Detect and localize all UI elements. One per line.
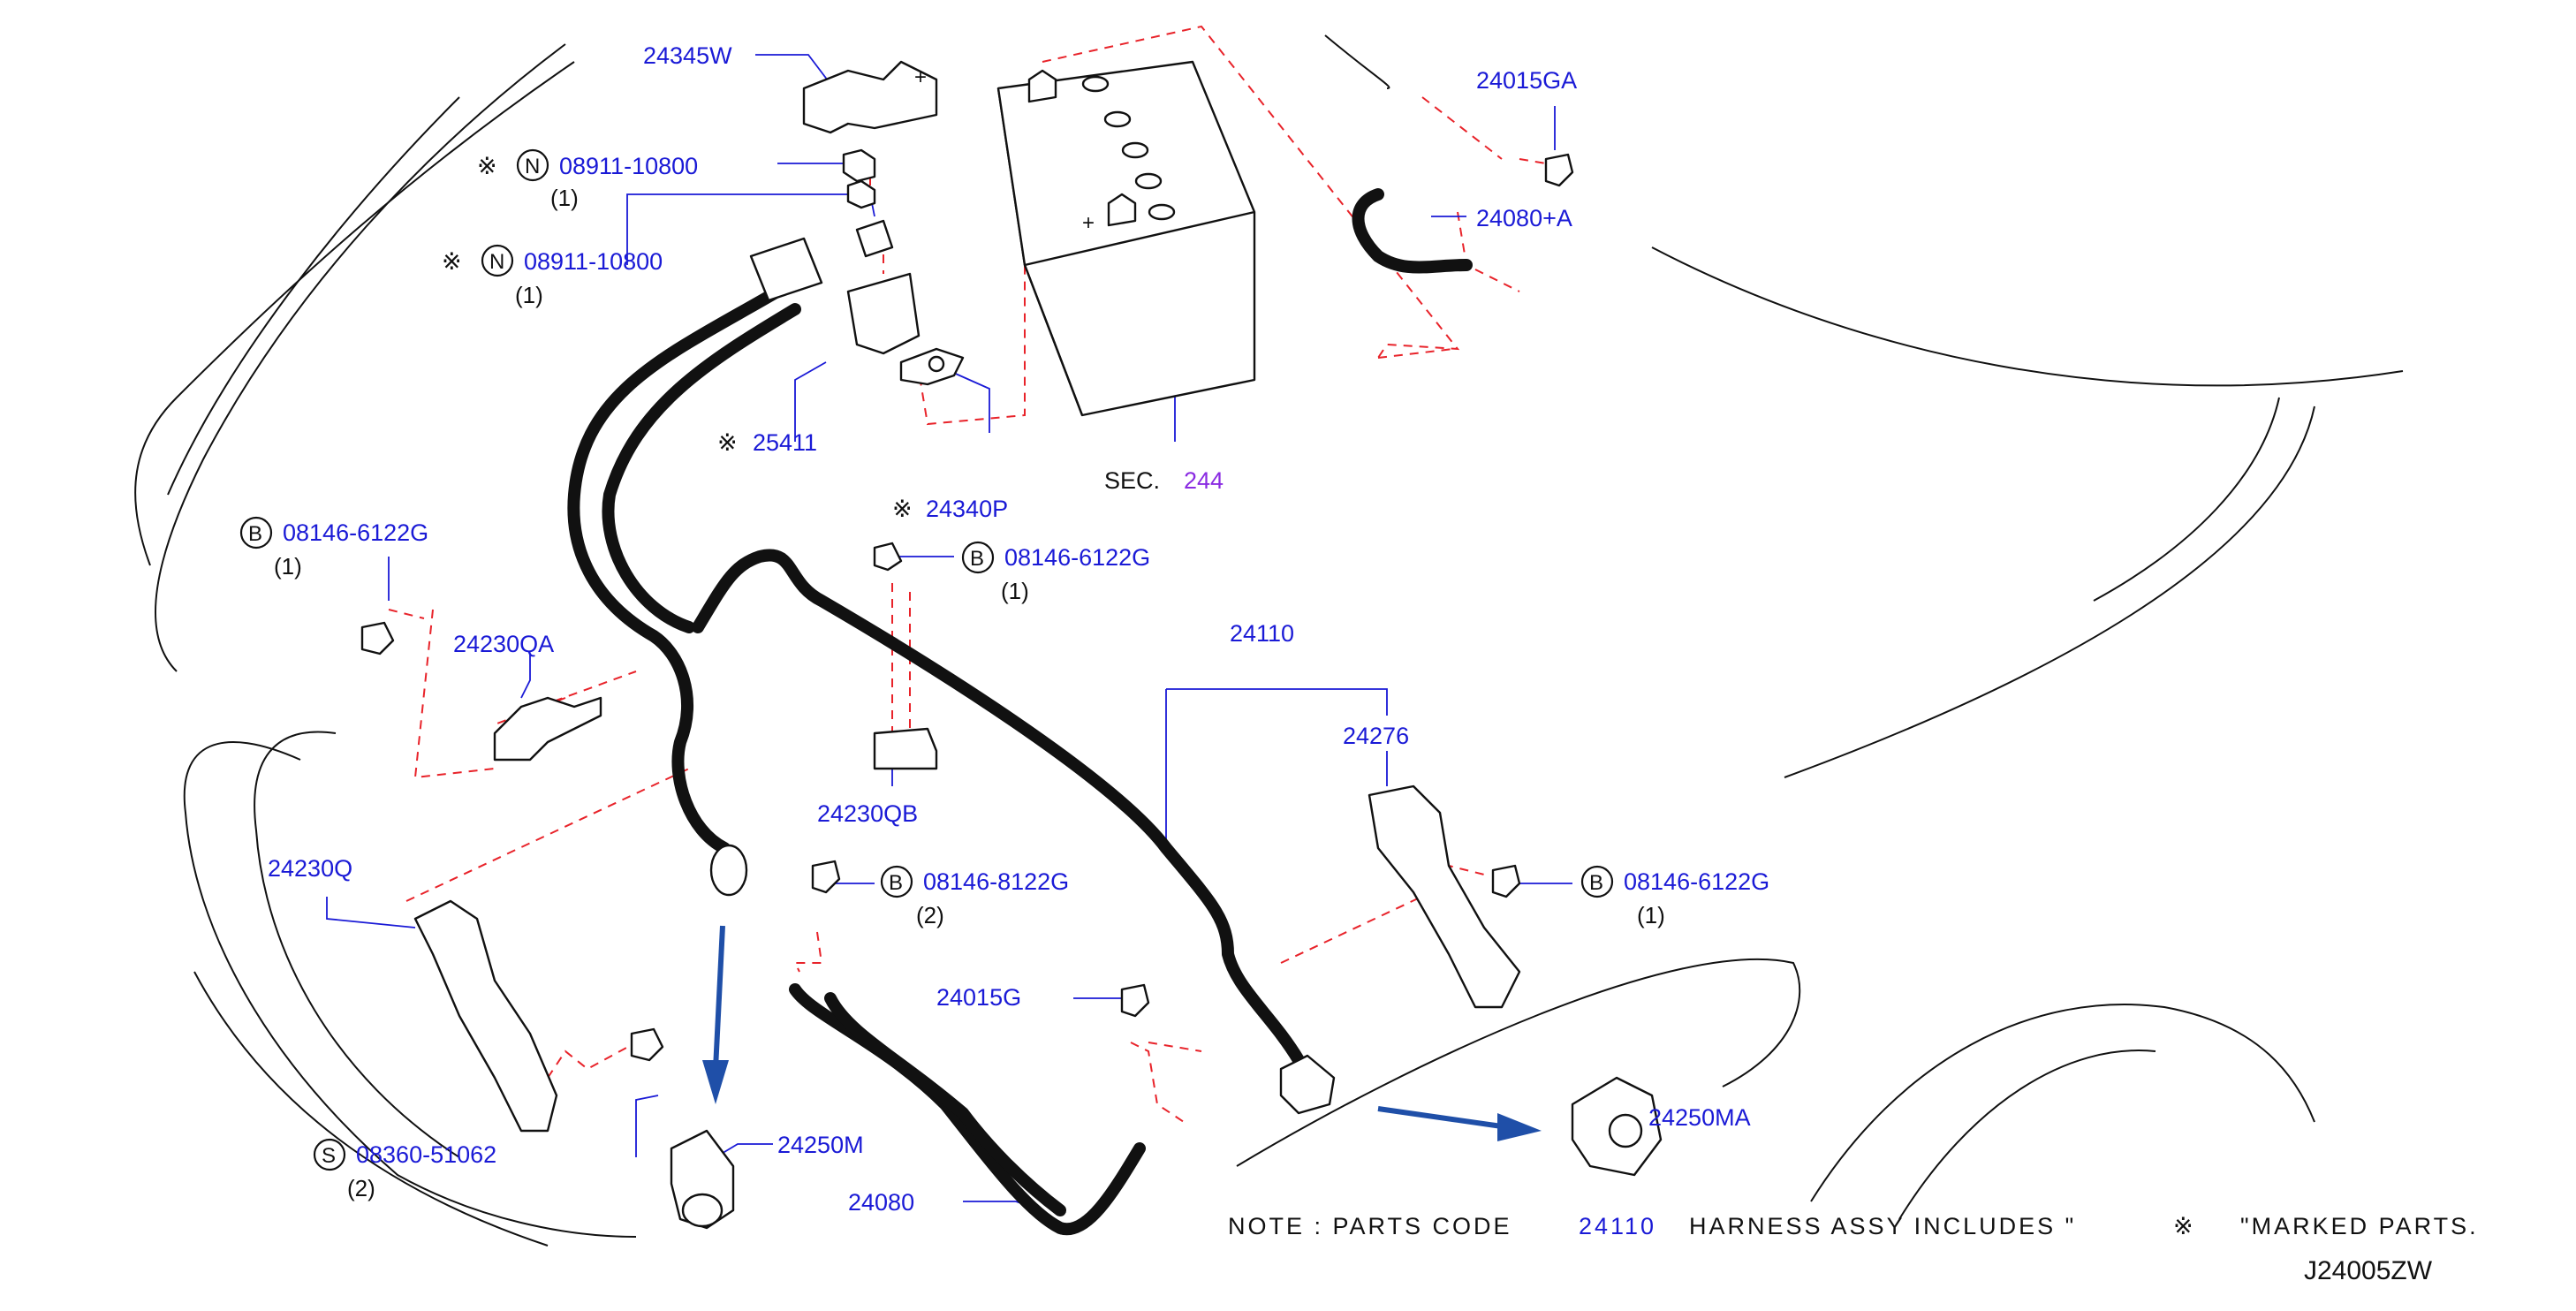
harness-cables bbox=[567, 188, 1473, 1236]
nut-08911-10800 bbox=[842, 148, 876, 209]
terminal-cap-24250MA bbox=[1571, 1076, 1663, 1177]
svg-text:S: S bbox=[322, 1144, 336, 1168]
label-24015G: 24015G bbox=[936, 984, 1021, 1011]
battery-terminal-24340P bbox=[899, 347, 965, 386]
label-08146-6122G-b: 08146-6122G bbox=[1004, 544, 1150, 571]
label-08146-8122G: 08146-8122G bbox=[923, 868, 1069, 895]
label-24230QA: 24230QA bbox=[453, 631, 554, 657]
label-24230Q: 24230Q bbox=[268, 855, 352, 882]
ring-terminal bbox=[709, 844, 748, 897]
mark-asterisk-1: ※ bbox=[477, 153, 497, 179]
svg-text:(1): (1) bbox=[550, 185, 579, 211]
label-08146-6122G-a: 08146-6122G bbox=[283, 519, 428, 546]
label-25411: 25411 bbox=[753, 429, 817, 456]
parts-note: NOTE : PARTS CODE 24110 HARNESS ASSY INC… bbox=[1228, 1213, 2479, 1239]
code-circle-s bbox=[313, 1138, 346, 1171]
label-24250M: 24250M bbox=[777, 1132, 864, 1158]
terminal-cover-24345W: + bbox=[802, 60, 938, 134]
code-circle-b-3 bbox=[880, 865, 913, 898]
part-labels: 24345W ※ N 08911-10800 (1) ※ N 08911-108… bbox=[239, 42, 1769, 1216]
direction-arrows bbox=[702, 925, 1542, 1141]
svg-text:(1): (1) bbox=[1637, 902, 1665, 928]
label-24015GA: 24015GA bbox=[1476, 67, 1577, 94]
harness-24276 bbox=[1368, 784, 1521, 1009]
label-sec-prefix: SEC. bbox=[1104, 467, 1160, 494]
label-24080-A: 24080+A bbox=[1476, 205, 1572, 231]
bolts bbox=[360, 153, 1574, 1062]
svg-text:B: B bbox=[889, 871, 903, 895]
label-24340P: 24340P bbox=[926, 496, 1008, 522]
label-08360-51062: 08360-51062 bbox=[356, 1141, 496, 1168]
note-code: 24110 bbox=[1579, 1213, 1656, 1239]
terminal-cap-24250M bbox=[670, 1129, 735, 1230]
svg-text:N: N bbox=[525, 155, 540, 178]
code-circle-b-2 bbox=[961, 541, 995, 574]
label-sec-number: 244 bbox=[1184, 467, 1224, 494]
note-end: "MARKED PARTS. bbox=[2240, 1213, 2479, 1239]
label-24080: 24080 bbox=[848, 1189, 914, 1216]
mark-asterisk-4: ※ bbox=[892, 496, 913, 522]
label-24345W: 24345W bbox=[643, 42, 732, 69]
code-circle-b-4 bbox=[1580, 865, 1614, 898]
mark-asterisk-2: ※ bbox=[442, 248, 462, 275]
leader-lines bbox=[326, 54, 1643, 1211]
code-circle-b-1 bbox=[239, 516, 273, 549]
label-24110: 24110 bbox=[1230, 620, 1294, 647]
mark-asterisk-3: ※ bbox=[717, 429, 738, 456]
label-08911-10800-b: 08911-10800 bbox=[524, 248, 663, 275]
svg-text:(1): (1) bbox=[274, 553, 302, 580]
svg-text:(2): (2) bbox=[916, 902, 944, 928]
code-circle-n-2 bbox=[481, 244, 514, 277]
svg-text:B: B bbox=[248, 522, 262, 546]
fusible-link-25411 bbox=[749, 219, 921, 355]
label-08911-10800-a: 08911-10800 bbox=[559, 153, 698, 179]
svg-text:(2): (2) bbox=[347, 1175, 375, 1201]
svg-text:N: N bbox=[489, 250, 504, 274]
note-prefix: NOTE : PARTS CODE bbox=[1228, 1213, 1512, 1239]
vehicle-body-outline bbox=[134, 34, 2404, 1247]
label-24230QB: 24230QB bbox=[817, 800, 918, 827]
bracket-24230QB bbox=[873, 727, 938, 770]
label-08146-6122G-c: 08146-6122G bbox=[1624, 868, 1769, 895]
svg-text:B: B bbox=[1589, 871, 1603, 895]
note-mark: ※ bbox=[2173, 1213, 2196, 1239]
svg-text:+: + bbox=[914, 65, 927, 89]
svg-text:(1): (1) bbox=[1001, 578, 1029, 604]
drawing-id: J24005ZW bbox=[2304, 1256, 2433, 1285]
code-circle-n-1 bbox=[516, 148, 549, 182]
note-suffix: HARNESS ASSY INCLUDES " bbox=[1689, 1213, 2076, 1239]
label-24276: 24276 bbox=[1343, 723, 1409, 749]
bracket-24230QA bbox=[493, 696, 602, 762]
terminal-cap-main bbox=[1279, 1054, 1336, 1115]
bracket-24230Q bbox=[413, 899, 558, 1133]
svg-text:+: + bbox=[1082, 211, 1095, 235]
svg-text:B: B bbox=[970, 547, 984, 571]
label-24250MA: 24250MA bbox=[1648, 1104, 1751, 1131]
svg-text:(1): (1) bbox=[515, 282, 543, 308]
battery: + bbox=[996, 60, 1256, 417]
